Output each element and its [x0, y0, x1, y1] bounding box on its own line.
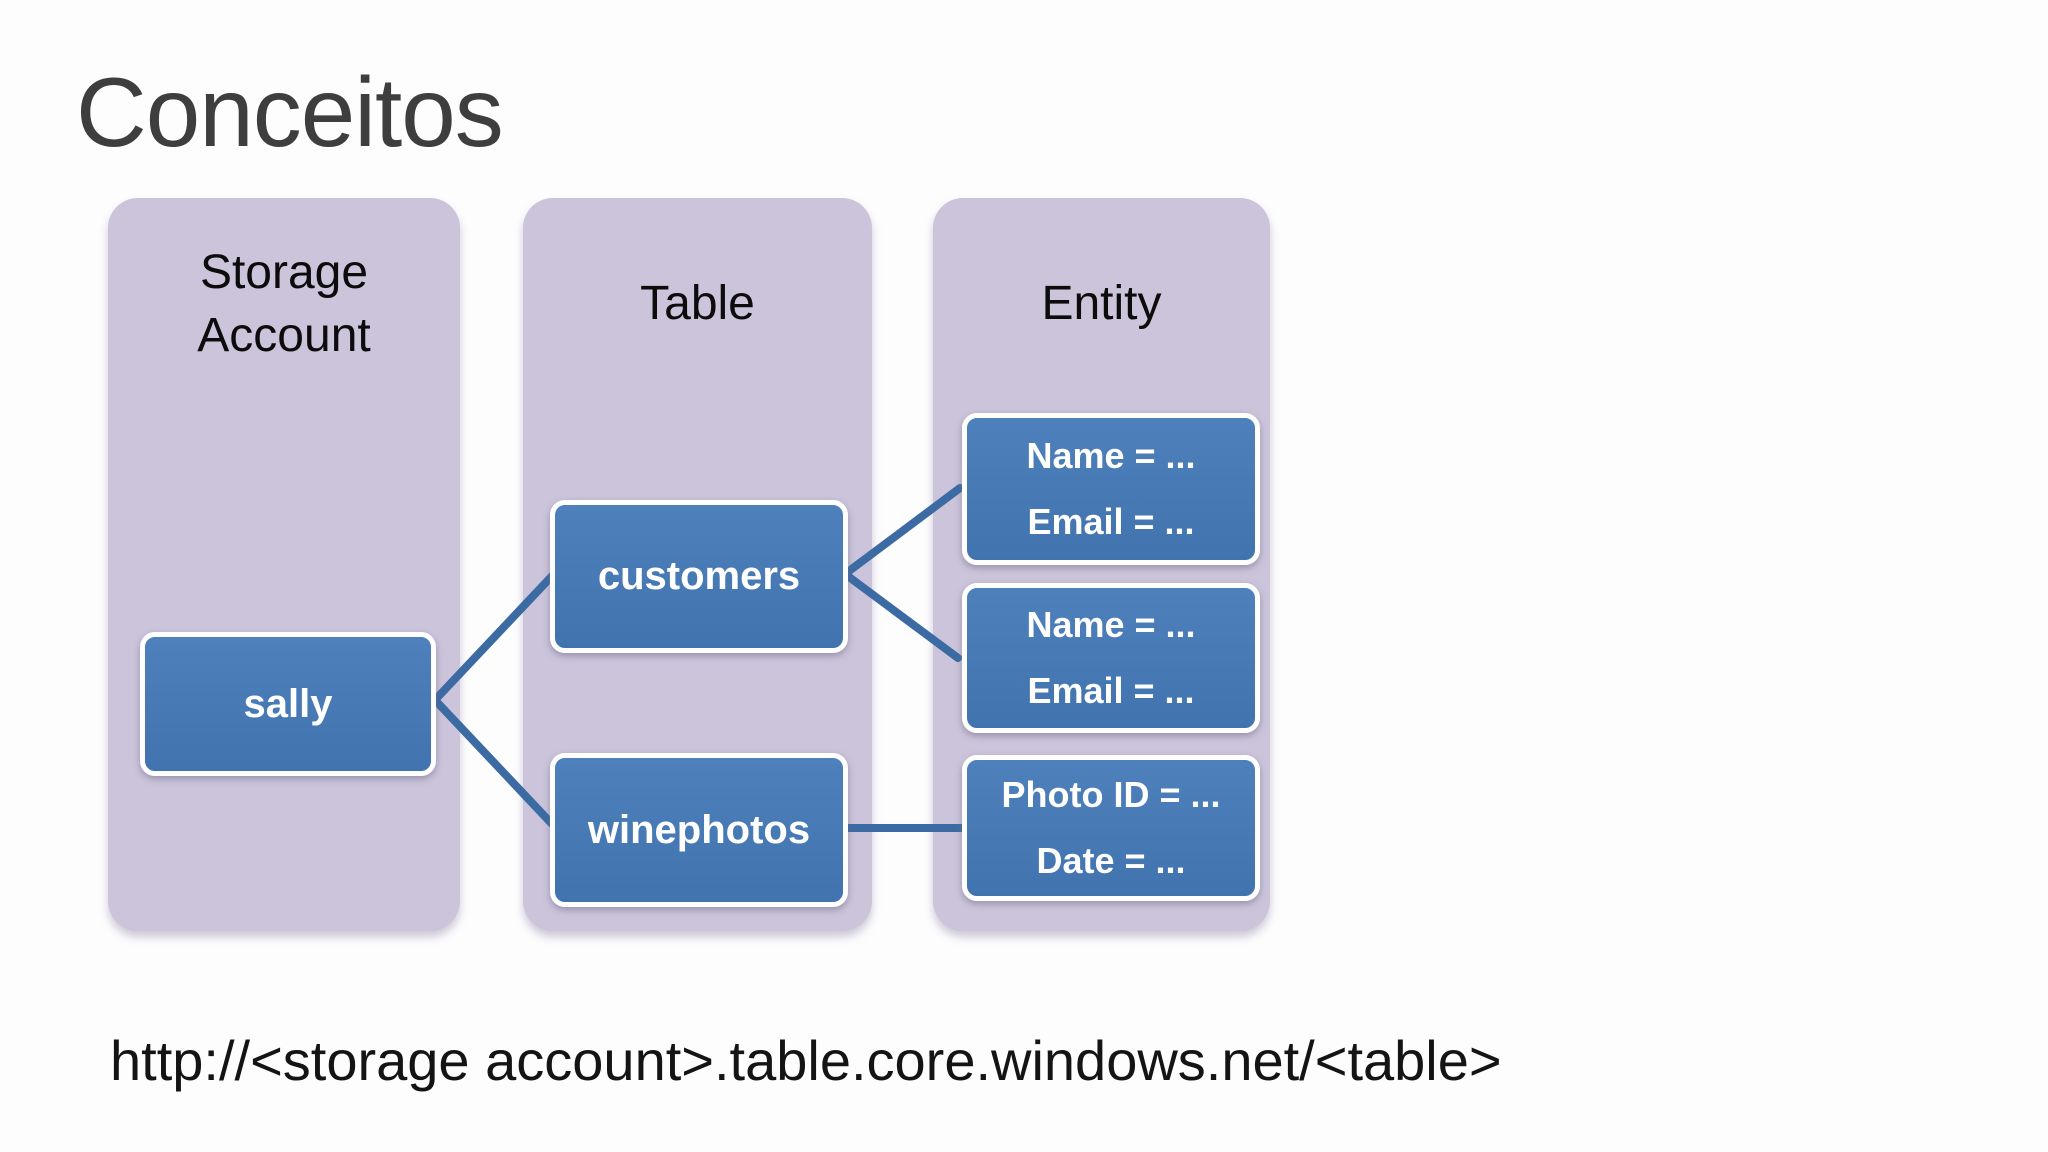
entity-line-date: Date = ... [1036, 840, 1186, 881]
node-entity-name-email-2: Name = ... Email = ... [962, 583, 1260, 733]
column-header-table: Table [523, 198, 872, 410]
entity-line-photo-id: Photo ID = ... [1001, 774, 1221, 815]
column-header-storage-account-label: Storage Account [197, 245, 371, 362]
column-header-entity-label: Entity [1041, 277, 1162, 331]
entity-line-email: Email = ... [1027, 501, 1195, 542]
column-storage-account: Storage Account [108, 198, 460, 931]
slide-title: Conceitos [76, 57, 504, 167]
node-sally-label: sally [243, 681, 333, 726]
entity-line-email: Email = ... [1027, 670, 1195, 711]
column-header-table-label: Table [640, 277, 755, 331]
node-entity-photoid-date: Photo ID = ... Date = ... [962, 755, 1260, 901]
node-entity-name-email-1: Name = ... Email = ... [962, 413, 1260, 565]
url-caption: http://<storage account>.table.core.wind… [110, 1029, 1502, 1092]
node-winephotos: winephotos [550, 753, 848, 907]
node-customers: customers [550, 500, 848, 653]
entity-line-name: Name = ... [1026, 604, 1196, 645]
node-sally: sally [140, 632, 436, 776]
node-winephotos-label: winephotos [587, 807, 811, 852]
node-customers-label: customers [597, 554, 801, 598]
entity-line-name: Name = ... [1026, 435, 1196, 476]
column-header-entity: Entity [933, 198, 1270, 410]
column-header-storage-account: Storage Account [108, 198, 460, 410]
